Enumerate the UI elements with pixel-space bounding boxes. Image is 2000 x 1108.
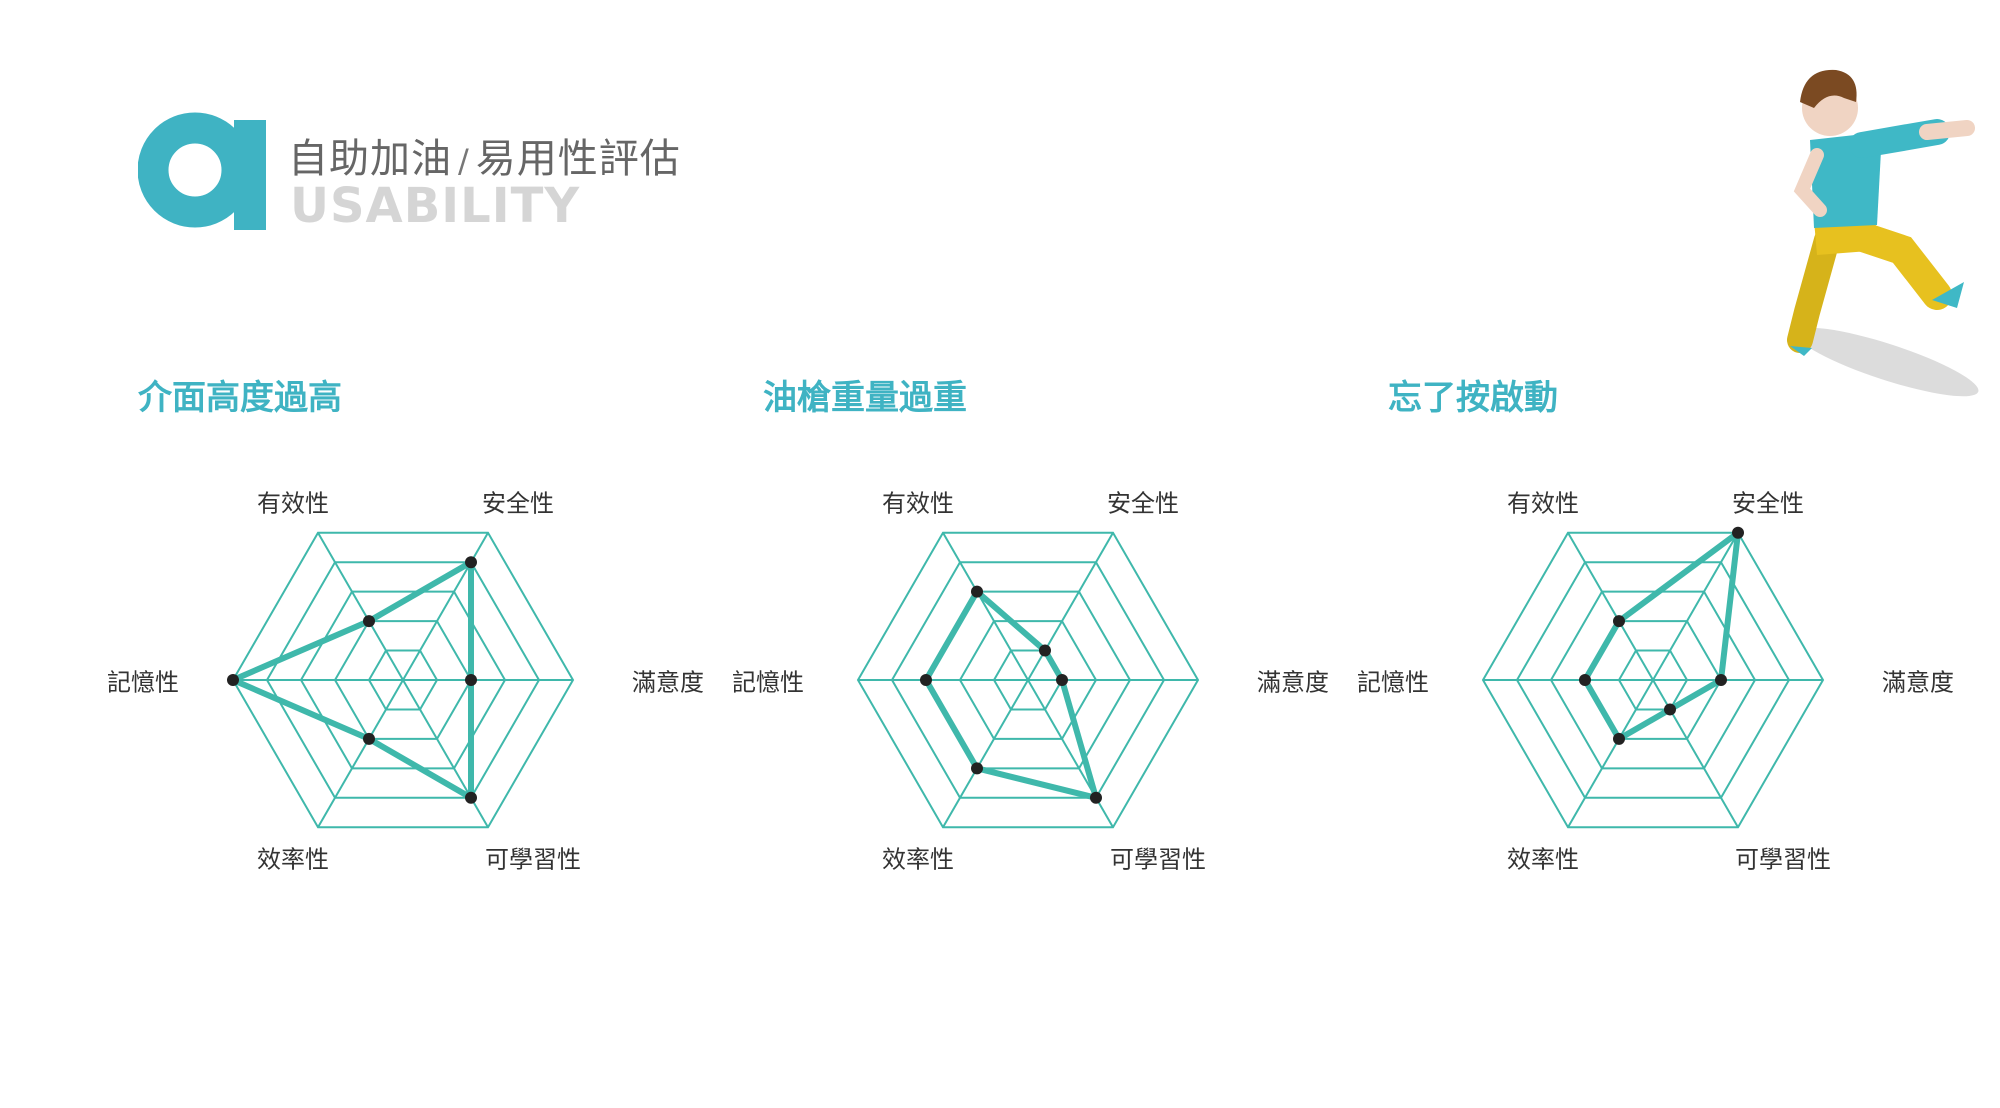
axis-label: 有效性 — [1507, 489, 1579, 518]
data-point-滿意度 — [1715, 674, 1727, 686]
data-polygon — [1582, 529, 1741, 742]
axis-label: 記憶性 — [1357, 668, 1429, 697]
grid-spoke — [402, 532, 489, 681]
grid-spoke — [1567, 532, 1654, 681]
axis-label: 有效性 — [882, 489, 954, 518]
data-point-安全性 — [465, 556, 477, 569]
header-title: 自助加油/易用性評估 — [288, 126, 681, 184]
data-point-滿意度 — [1056, 674, 1068, 686]
grid-spoke — [1652, 679, 1739, 828]
axis-label: 記憶性 — [732, 668, 804, 697]
axis-label: 滿意度 — [632, 668, 704, 697]
grid-spoke — [942, 532, 1029, 681]
axis-label: 安全性 — [1107, 489, 1179, 518]
radar-chart-2: 安全性滿意度可學習性 效率性 記憶性 有效性 — [728, 450, 1329, 910]
radar-chart-3: 安全性滿意度可學習性 效率性 記憶性 有效性 — [1353, 450, 1954, 910]
grid-spoke — [1567, 679, 1654, 828]
axis-label: 效率性 — [257, 845, 329, 874]
data-point-記憶性 — [227, 674, 239, 686]
axis-label: 可學習性 — [1110, 845, 1206, 874]
data-point-有效性 — [971, 585, 983, 598]
data-point-效率性 — [971, 762, 983, 775]
logo-letter-a — [138, 112, 266, 230]
header-title-right: 易用性評估 — [475, 136, 681, 182]
data-point-有效性 — [1613, 615, 1625, 628]
data-point-記憶性 — [1579, 674, 1591, 686]
person-kicking-illustration — [1787, 69, 1979, 397]
axis-label: 記憶性 — [107, 668, 179, 697]
axis-label: 可學習性 — [1735, 845, 1831, 874]
axis-label: 滿意度 — [1257, 668, 1329, 697]
grid-spoke — [1652, 532, 1739, 681]
data-point-可學習性 — [1090, 791, 1102, 804]
radar-svg — [227, 531, 575, 829]
axis-label: 滿意度 — [1882, 668, 1954, 697]
data-point-可學習性 — [465, 791, 477, 804]
data-point-記憶性 — [920, 674, 932, 686]
grid-spoke — [317, 532, 404, 681]
axis-label: 可學習性 — [485, 845, 581, 874]
grid-spoke — [1027, 532, 1114, 681]
data-point-效率性 — [363, 732, 375, 745]
data-point-有效性 — [363, 615, 375, 628]
data-polygon — [923, 588, 1099, 801]
axis-label: 安全性 — [1732, 489, 1804, 518]
header-title-left: 自助加油 — [288, 136, 452, 182]
axis-label: 效率性 — [882, 845, 954, 874]
radar-svg — [856, 531, 1200, 829]
axis-label: 效率性 — [1507, 845, 1579, 874]
grid-spoke — [402, 679, 489, 828]
grid-spoke — [942, 679, 1029, 828]
grid-spoke — [317, 679, 404, 828]
chart-title-3: 忘了按啟動 — [1388, 378, 1558, 418]
chart-title-2: 油槍重量過重 — [763, 378, 967, 418]
axis-label: 有效性 — [257, 489, 329, 518]
chart-title-1: 介面高度過高 — [138, 378, 342, 418]
header-separator: / — [458, 142, 470, 180]
data-point-安全性 — [1732, 526, 1744, 539]
radar-chart-1: 安全性滿意度可學習性 效率性 記憶性 有效性 — [103, 450, 704, 910]
data-point-效率性 — [1613, 732, 1625, 745]
axis-label: 安全性 — [482, 489, 554, 518]
data-point-滿意度 — [465, 674, 477, 686]
data-point-安全性 — [1039, 644, 1051, 657]
data-point-可學習性 — [1664, 703, 1676, 716]
header-subtitle: USABILITY — [290, 178, 581, 234]
radar-svg — [1481, 526, 1825, 829]
